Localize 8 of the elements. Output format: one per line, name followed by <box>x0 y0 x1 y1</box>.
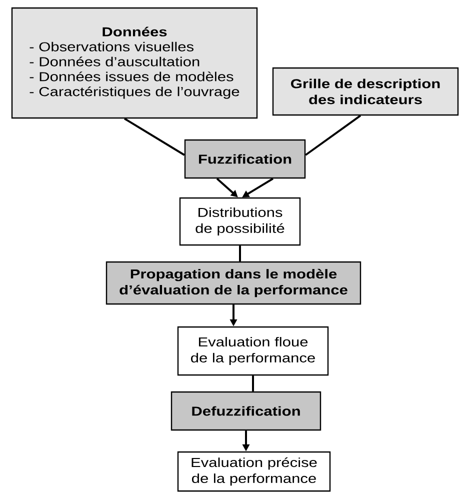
text-box: Distributions de possibilité <box>179 197 301 246</box>
step-box: Defuzzification <box>170 391 322 431</box>
step-box: Grille de description des indicateurs <box>272 67 459 116</box>
data-box: Données - Observations visuelles - Données d’auscultation - Données issues de modèles - Caractéristiques de l’ouvrage <box>11 7 258 119</box>
step-box: Fuzzification <box>184 139 306 179</box>
step-box: Propagation dans le modèle d’évaluation de la performance <box>106 261 362 305</box>
text-box: Evaluation précise de la performance <box>177 451 331 492</box>
text-box: Evaluation floue de la performance <box>177 326 329 376</box>
